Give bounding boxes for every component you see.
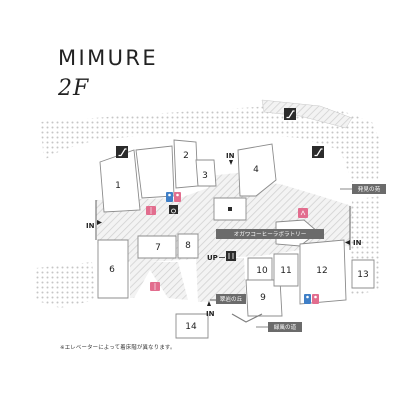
restroom-icon xyxy=(166,192,181,202)
unit-3[interactable] xyxy=(195,159,217,187)
svg-text:翠岩の丘: 翠岩の丘 xyxy=(220,295,243,303)
unit-number: 7 xyxy=(155,243,161,253)
unit-7[interactable] xyxy=(137,235,177,259)
area-tag-hakken: 発見の苑 xyxy=(340,184,386,194)
unit-number: 11 xyxy=(280,266,291,276)
floor-label: 2F xyxy=(58,76,90,101)
unit-number: 14 xyxy=(185,322,197,332)
unit-1-annex xyxy=(135,145,175,199)
svg-text:発見の苑: 発見の苑 xyxy=(358,185,381,193)
unit-13[interactable] xyxy=(351,259,375,289)
entrance-arrow-icon xyxy=(345,240,350,245)
unit-number: 13 xyxy=(357,270,368,280)
unit-number: 8 xyxy=(185,241,191,251)
unit-8[interactable] xyxy=(177,233,199,259)
elevator-note: ※エレベーターによって着床階が異なります。 xyxy=(60,345,176,351)
entrance-label: IN xyxy=(226,152,235,160)
unit-6[interactable] xyxy=(97,239,129,299)
unit-11[interactable] xyxy=(273,253,299,287)
unit-number: 10 xyxy=(256,266,268,276)
escalator-icon xyxy=(312,146,324,158)
restroom-icon xyxy=(304,294,319,304)
unit-number: 4 xyxy=(253,165,259,175)
unit-number: 1 xyxy=(115,181,121,191)
area-tag-midori: 翠岩の丘 xyxy=(216,294,246,304)
unit-14[interactable] xyxy=(175,313,209,339)
unit-number: 9 xyxy=(260,293,266,303)
brand-logo: MIMURE xyxy=(58,46,159,70)
escalator-icon xyxy=(116,146,128,158)
svg-text:オガワコーヒーラボラトリー: オガワコーヒーラボラトリー xyxy=(234,230,307,238)
area-tag-ryofu: 緑風の道 xyxy=(256,322,302,332)
elevator-icon xyxy=(298,208,308,218)
unit-number: 12 xyxy=(316,266,327,276)
unit-10[interactable] xyxy=(247,257,273,281)
area-tag-ogawa: オガワコーヒーラボラトリー xyxy=(216,229,324,239)
escalator-icon xyxy=(284,108,296,120)
locker-icon xyxy=(146,206,156,215)
entrance-label: IN xyxy=(86,222,95,230)
locker-icon xyxy=(150,282,160,291)
unit-number: 2 xyxy=(183,151,189,161)
unit-4[interactable] xyxy=(237,143,277,197)
entrance-arrow-icon xyxy=(207,301,211,306)
entrance-arrow-icon xyxy=(229,160,233,165)
unit-12[interactable] xyxy=(299,239,347,305)
up-label: UP xyxy=(207,254,218,262)
entrances: IN IN IN IN UP xyxy=(86,152,362,318)
unit-2[interactable] xyxy=(173,139,199,189)
wheelchair-icon xyxy=(169,205,178,214)
entrance-label: IN xyxy=(353,239,362,247)
unit-number: 3 xyxy=(202,171,208,181)
entrance-arrow-icon xyxy=(97,220,102,225)
entrance-label: IN xyxy=(206,310,215,318)
svg-text:緑風の道: 緑風の道 xyxy=(274,323,297,331)
unit-number: 6 xyxy=(109,265,115,275)
unit-numbers: 1 2 3 4 5 6 7 8 9 10 11 12 13 14 xyxy=(109,151,369,332)
restaurant-icon xyxy=(226,251,236,261)
central-marker-icon xyxy=(228,207,232,211)
